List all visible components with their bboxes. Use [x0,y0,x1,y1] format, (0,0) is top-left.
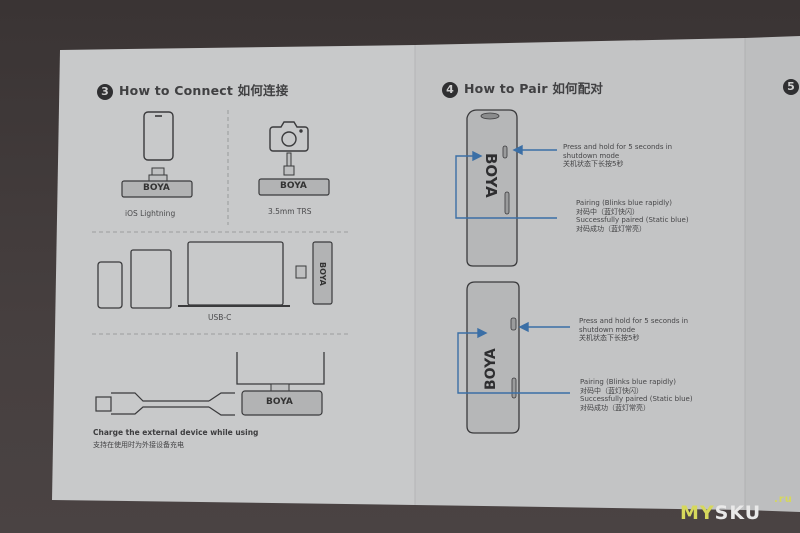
pairing-note-1: Pairing (Blinks blue rapidly) 对码中（蓝灯快闪） … [576,199,689,233]
charge-cable-icon [208,392,235,416]
panel-middle [415,38,745,510]
caption-usbc: USB-C [208,313,232,322]
phone-icon [143,111,174,161]
panel-left [52,45,415,505]
section-4-title: 4 How to Pair 如何配对 [442,78,603,98]
boya-receiver-charge [241,383,323,416]
pairing-note-2-en: Pairing (Blinks blue rapidly) [580,378,677,386]
usb-c-connector-icon [295,265,307,279]
transmitter-device-2 [466,281,520,434]
panel-right [745,36,800,512]
section-5-title: 5 [783,78,800,95]
watermark-suffix: .ru [774,494,793,505]
brand-label-lightning: BOYA [143,183,170,193]
tablet-icon [130,249,172,309]
press-note-2-en: Press and hold for 5 seconds in shutdown… [579,317,689,334]
brand-label-usbc: BOYA [318,262,327,286]
trs-plug-icon [283,152,295,176]
section-4-number-badge: 4 [442,81,458,98]
laptop-icon [178,241,290,307]
paired-note-2-cn: 对码成功（蓝灯常亮） [580,403,650,412]
charge-note-cn: 支持在使用时为外接设备充电 [93,441,184,449]
paired-note-1-cn: 对码成功（蓝灯常亮） [576,224,646,233]
usb-a-plug-icon [95,392,209,415]
camera-icon [269,121,309,152]
press-note-1-cn: 关机状态下长按5秒 [563,160,624,168]
brand-label-trs: BOYA [280,181,307,191]
section-3-title-text: How to Connect 如何连接 [119,83,289,98]
side-buttons-1 [504,191,510,215]
paired-note-2-en: Successfully paired (Static blue) [580,395,693,403]
charge-note-en: Charge the external device while using [93,428,259,437]
section-3-number-badge: 3 [97,83,113,100]
side-buttons-2 [511,377,517,399]
boya-receiver-trs [258,178,330,196]
brand-label-charge: BOYA [266,397,293,407]
pairing-note-2-cn: 对码中（蓝灯快闪） [580,386,643,395]
pairing-note-1-cn: 对码中（蓝灯快闪） [576,207,639,216]
pairing-note-2: Pairing (Blinks blue rapidly) 对码中（蓝灯快闪） … [580,378,693,412]
phone-outline-icon [97,261,123,309]
section-5-number-badge: 5 [783,78,799,95]
power-button-1 [502,145,508,159]
section-3-title: 3 How to Connect 如何连接 [97,80,288,100]
brand-label-device-1: BOYA [482,153,500,198]
pairing-note-1-en: Pairing (Blinks blue rapidly) [576,199,673,207]
transmitter-device-1 [466,109,518,267]
watermark-part-1: MY [680,502,715,524]
pairing-arrows-1 [455,144,557,219]
power-button-2 [510,317,517,331]
brand-label-device-2: BOYA [483,348,499,390]
boya-receiver-lightning [121,180,193,198]
paired-note-1-en: Successfully paired (Static blue) [576,216,689,224]
pairing-arrows-2 [457,321,570,394]
watermark-logo: MYSKU .ru [680,494,792,524]
boya-receiver-usbc [312,241,333,305]
press-note-2-cn: 关机状态下长按5秒 [579,334,640,342]
caption-ios-lightning: iOS Lightning [125,209,176,218]
section-4-title-text: How to Pair 如何配对 [464,81,604,96]
caption-trs: 3.5mm TRS [268,207,312,216]
press-note-1: Press and hold for 5 seconds in shutdown… [563,143,693,169]
lightning-connector-icon [148,167,168,182]
watermark-part-2: SKU [714,502,762,524]
press-note-2: Press and hold for 5 seconds in shutdown… [579,317,714,343]
press-note-1-en: Press and hold for 5 seconds in shutdown… [563,143,673,160]
